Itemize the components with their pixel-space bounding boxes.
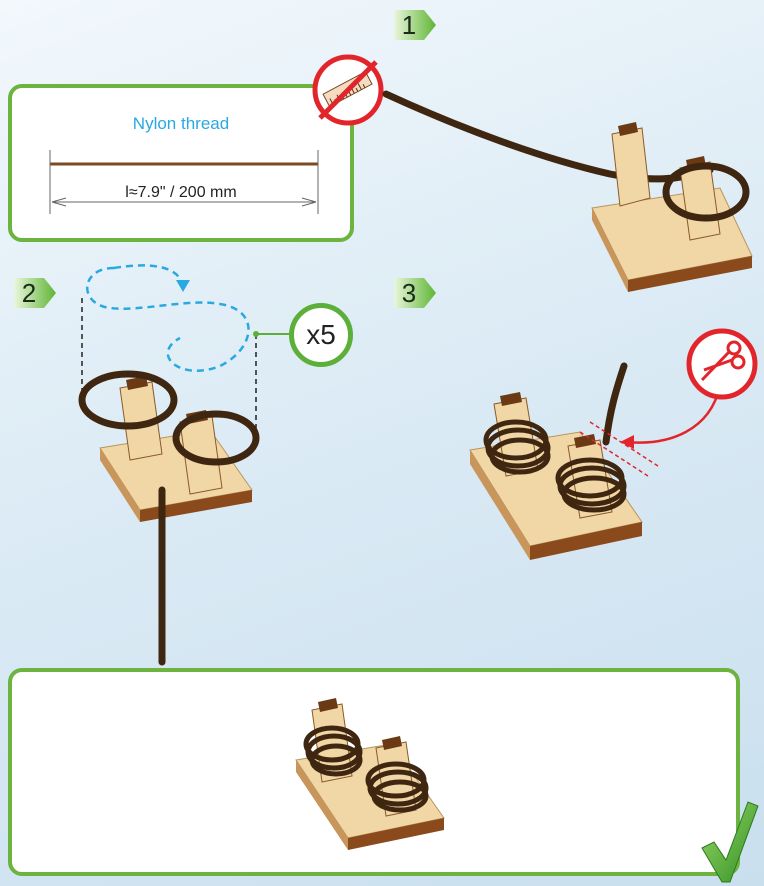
- step-1-badge: 1: [394, 8, 434, 42]
- ruler-icon: [310, 52, 386, 128]
- step-2-number: 2: [14, 276, 44, 310]
- step-1-number: 1: [394, 8, 424, 42]
- thread-length-card: Nylon thread l≈7.9" / 200 mm: [8, 84, 354, 242]
- scissors-icon: [684, 326, 760, 402]
- result-card: [8, 668, 740, 876]
- step-1-winder-illustration: [380, 88, 764, 288]
- finished-winder-illustration: [292, 684, 462, 864]
- length-label: l≈7.9" / 200 mm: [12, 184, 350, 202]
- step-2-badge: 2: [14, 276, 54, 310]
- repeat-count-badge: x5: [289, 303, 353, 367]
- checkmark-icon: [700, 798, 760, 884]
- length-dimension-diagram: [12, 88, 358, 246]
